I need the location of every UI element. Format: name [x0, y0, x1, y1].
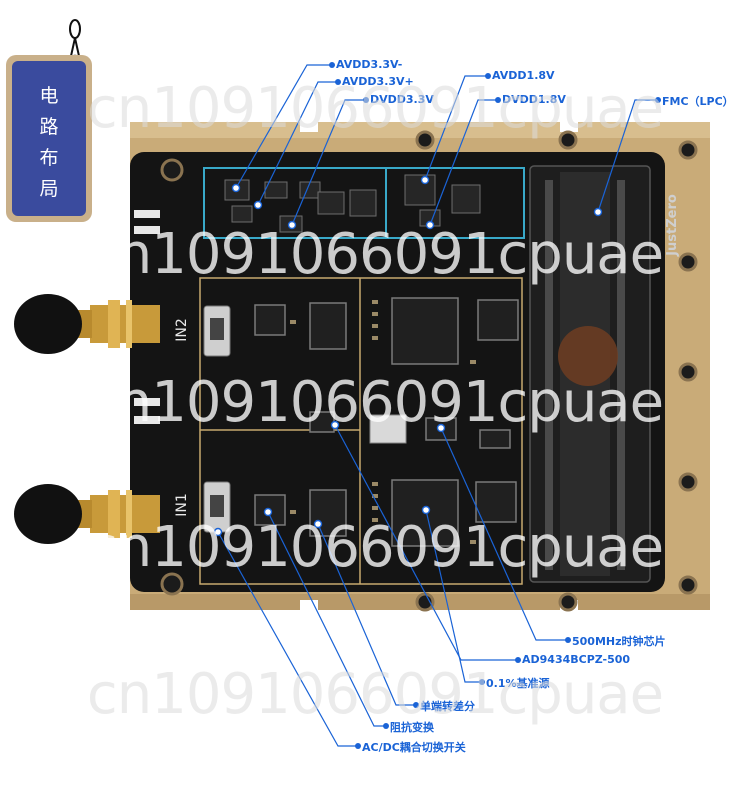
- watermark-4: cn1091066091cpuae: [86, 515, 664, 580]
- oscillator: [369, 414, 407, 444]
- callout-clock-chip: 500MHz时钟芯片: [572, 635, 666, 648]
- watermark-3: cn1091066091cpuae: [86, 370, 664, 435]
- sma-connector-in2: [14, 294, 160, 354]
- lower-adc-chip: [391, 479, 459, 547]
- callout-fmc: FMC（LPC）: [662, 95, 734, 108]
- watermark-1: cn1091066091cpuae: [86, 76, 664, 141]
- callout-adc-chip: AD9434BCPZ-500: [522, 653, 631, 666]
- callout-avdd33-minus: AVDD3.3V-: [336, 58, 403, 71]
- label-brand: JustZero: [665, 194, 680, 257]
- callout-dvdd33: DVDD3.3V: [370, 93, 434, 106]
- title-tag-panel: 电 路 布 局: [12, 61, 86, 216]
- callout-avdd18: AVDD1.8V: [492, 69, 555, 82]
- label-in1: IN1: [174, 493, 190, 517]
- callout-reference: 0.1%基准源: [486, 677, 550, 690]
- title-tag: 电 路 布 局: [6, 55, 92, 222]
- callout-single-to-diff: 单端转差分: [420, 700, 475, 713]
- callout-acdc-switch: AC/DC耦合切换开关: [362, 741, 466, 754]
- title-tag-text: 电 路 布 局: [12, 81, 86, 205]
- watermark-5: cn1091066091cpuae: [86, 662, 664, 727]
- tag-char-2: 路: [39, 116, 59, 138]
- label-in2: IN2: [174, 318, 190, 342]
- sma-connector-in1: [14, 484, 160, 544]
- callout-dvdd18: DVDD1.8V: [502, 93, 566, 106]
- tag-char-1: 电: [39, 85, 59, 107]
- tag-char-4: 局: [39, 178, 59, 200]
- tag-char-3: 布: [39, 147, 59, 169]
- callout-impedance: 阻抗变换: [390, 721, 434, 734]
- upper-adc-chip: [391, 297, 459, 365]
- callout-avdd33-plus: AVDD3.3V+: [342, 75, 414, 88]
- watermark-2: cn1091066091cpuae: [86, 222, 664, 287]
